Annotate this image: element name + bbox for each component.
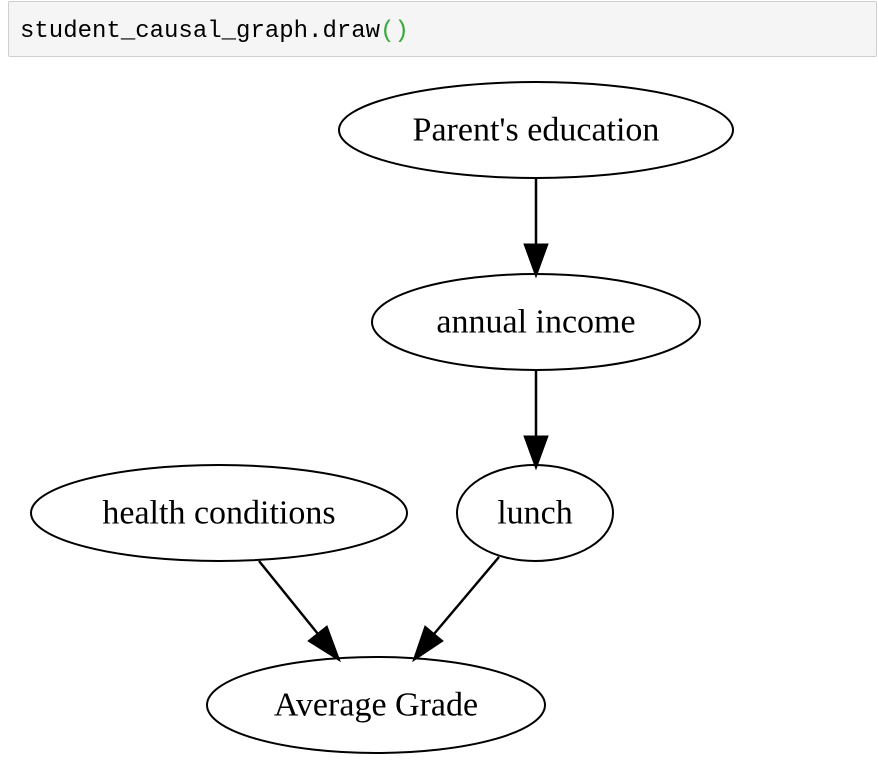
node-annual-income: annual income [371, 273, 701, 371]
code-parentheses: () [380, 18, 409, 45]
node-health-conditions: health conditions [30, 464, 408, 562]
code-cell[interactable]: student_causal_graph.draw() [8, 1, 877, 57]
node-label-parents-education: Parent's education [413, 112, 660, 149]
node-label-lunch: lunch [497, 495, 573, 532]
node-average-grade: Average Grade [206, 656, 546, 754]
node-lunch: lunch [456, 464, 614, 562]
node-label-annual-income: annual income [436, 304, 635, 341]
node-parents-education: Parent's education [338, 81, 734, 179]
edge-annual-income-to-lunch [523, 370, 549, 471]
node-label-health-conditions: health conditions [102, 495, 335, 532]
node-label-average-grade: Average Grade [274, 687, 478, 724]
edge-parents-education-to-annual-income [523, 178, 549, 279]
code-function-call: student_causal_graph.draw [20, 18, 381, 45]
edge-health-conditions-to-average-grade [258, 560, 341, 663]
code-line[interactable]: student_causal_graph.draw() [20, 18, 409, 46]
edge-lunch-to-average-grade [412, 556, 500, 663]
